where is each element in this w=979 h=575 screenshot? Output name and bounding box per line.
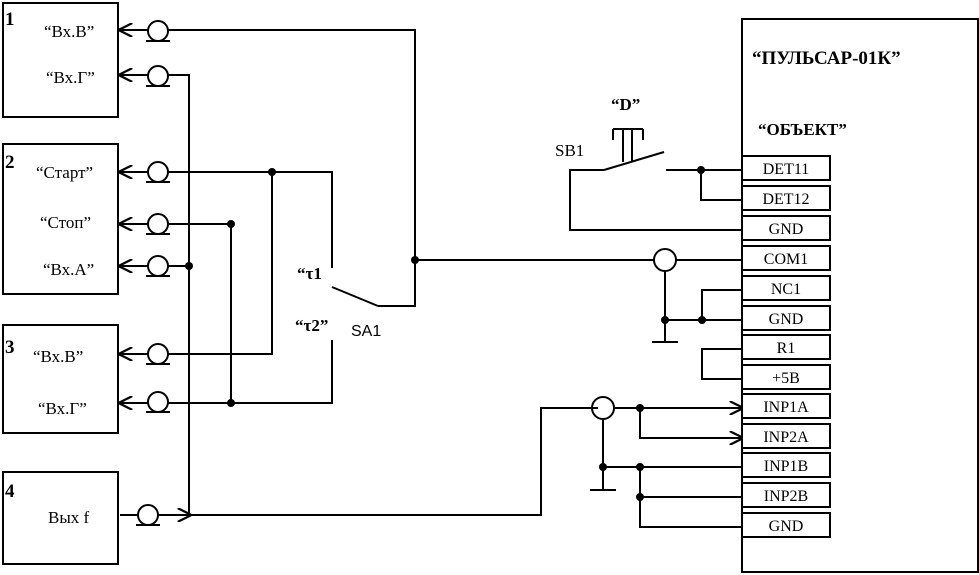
pin-label: DET11 [763,161,810,178]
sb1-name: “D” [611,95,640,114]
block-1-number: 1 [5,9,15,30]
pin-5в-7: +5В [741,364,831,390]
pin-nc1-4: NC1 [741,275,831,301]
pin-cell [741,334,831,360]
connectors [136,20,170,526]
pin-cell [741,423,831,449]
sa1-position-1: “τ1 [297,264,322,283]
pin-label: R1 [777,340,796,357]
pin-label: DET12 [762,191,809,208]
block-2-input-start: “Старт” [36,163,93,182]
block-3-frame [2,324,119,434]
pin-com1-3: COM1 [741,245,831,271]
pin-r1-6: R1 [741,334,831,360]
connector-2-start [146,161,170,183]
pin-label: INP1A [763,399,809,416]
block-3-input-vxb: “Вх.В” [33,347,83,366]
block-1-input-vxg: “Вх.Г” [46,68,95,87]
sa1-position-2: “τ2” [295,316,328,335]
connector-2-stop [146,213,170,235]
block-2-number: 2 [5,152,15,173]
pin-gnd-2: GND [741,215,831,241]
pin-inp1b-10: INP1B [741,452,831,478]
block-1-frame [2,2,119,118]
pin-cell [741,482,831,508]
block-4-number: 4 [5,481,15,502]
connector-4-out [136,504,160,526]
sa1-label: SA1 [351,323,381,340]
pin-det12-1: DET12 [741,185,831,211]
connector-1-vxg [146,65,170,87]
pin-label: GND [769,221,804,238]
pin-inp2b-11: INP2B [741,482,831,508]
pin-label: COM1 [764,251,808,268]
pin-gnd-12: GND [741,512,831,538]
block-4-frame [2,471,119,565]
pin-inp1a-8: INP1A [741,393,831,419]
block-4: 4 Вых f [2,471,119,565]
block-1: 1 “Вх.В” “Вх.Г” [2,2,119,118]
pin-label: GND [769,518,804,535]
block-2-input-vxa: “Вх.А” [43,260,94,279]
pin-label: INP1B [764,458,808,475]
connector-1-vxb [146,20,170,42]
connector-3-vxb [146,343,170,365]
device-subtitle: “ОБЪЕКТ” [758,120,847,139]
block-3-input-vxg: “Вх.Г” [38,399,87,418]
pin-cell [741,305,831,331]
pin-cell [741,185,831,211]
pin-inp2a-9: INP2A [741,423,831,449]
pin-label: GND [769,311,804,328]
device-pins: DET11DET12GNDCOM1NC1GNDR1+5ВINP1AINP2AIN… [741,155,831,538]
pin-label: +5В [772,370,800,387]
block-3-number: 3 [5,337,15,358]
pin-cell [741,393,831,419]
pin-cell [741,275,831,301]
block-2-input-stop: “Стоп” [40,213,91,232]
sb1-label: SB1 [555,141,584,160]
pin-cell [741,215,831,241]
block-4-output-f: Вых f [48,508,90,527]
pin-label: INP2A [763,429,809,446]
wires [120,30,742,528]
pin-cell [741,245,831,271]
connector-3-vxg [146,391,170,413]
pin-det11-0: DET11 [741,155,831,181]
block-2: 2 “Старт” “Стоп” “Вх.А” [2,143,119,295]
pin-gnd-5: GND [741,305,831,331]
pin-cell [741,452,831,478]
pin-label: INP2B [764,488,808,505]
block-1-input-vxb: “Вх.В” [44,22,94,41]
device-title: “ПУЛЬСАР-01К” [752,48,901,69]
pin-cell [741,155,831,181]
pin-label: NC1 [771,281,801,298]
pin-cell [741,364,831,390]
block-3: 3 “Вх.В” “Вх.Г” [2,324,119,434]
junction-dots [185,166,706,501]
com1-connector [653,248,677,272]
block-2-frame [2,143,119,295]
pin-cell [741,512,831,538]
connector-2-vxa [146,255,170,277]
